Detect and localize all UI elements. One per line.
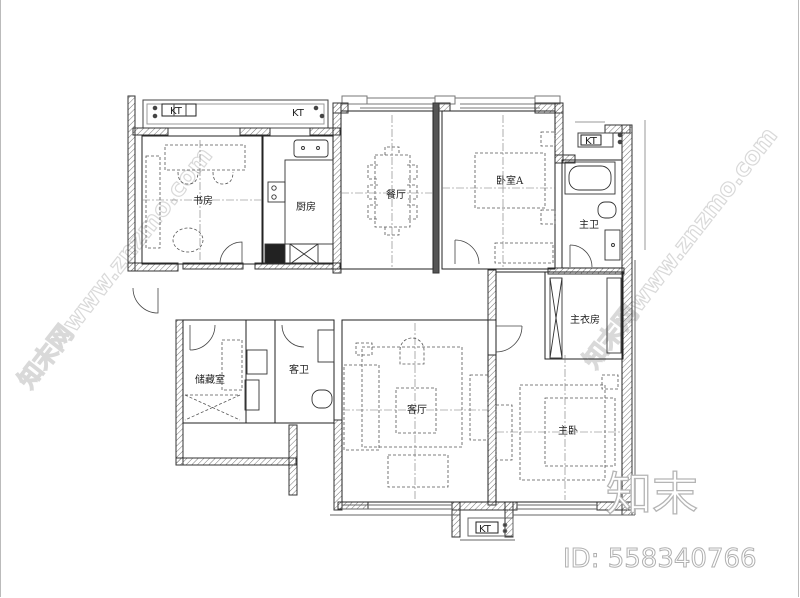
room-label-master-closet: 主衣房 <box>570 313 600 326</box>
ac-label-1: KT <box>170 106 183 117</box>
watermark-brand: 知末 <box>606 467 698 521</box>
room-label-dining: 餐厅 <box>386 188 406 201</box>
top-ac-ledge <box>142 99 329 129</box>
ac-label-right: KT <box>585 136 598 147</box>
room-label-master-bedroom: 主卧 <box>558 424 578 437</box>
room-label-kitchen: 厨房 <box>296 200 316 213</box>
room-label-bedroom-a: 卧室A <box>496 174 524 187</box>
doors <box>132 239 593 353</box>
ac-label-top: KT <box>292 108 305 119</box>
room-label-guest-bath: 客卫 <box>289 363 309 376</box>
ac-label-bottom: KT <box>479 524 492 535</box>
room-label-master-bath: 主卫 <box>579 219 599 231</box>
top-windows <box>341 95 561 109</box>
furniture <box>145 131 619 488</box>
room-label-storage: 储藏室 <box>195 373 225 386</box>
bottom-windows <box>330 260 636 541</box>
centerlines <box>142 115 622 500</box>
fixtures <box>244 139 622 411</box>
watermark-id: ID: 558340766 <box>563 544 757 574</box>
room-label-study: 书房 <box>193 194 213 207</box>
room-label-living: 客厅 <box>407 403 427 416</box>
right-ac-ledge <box>575 120 646 250</box>
